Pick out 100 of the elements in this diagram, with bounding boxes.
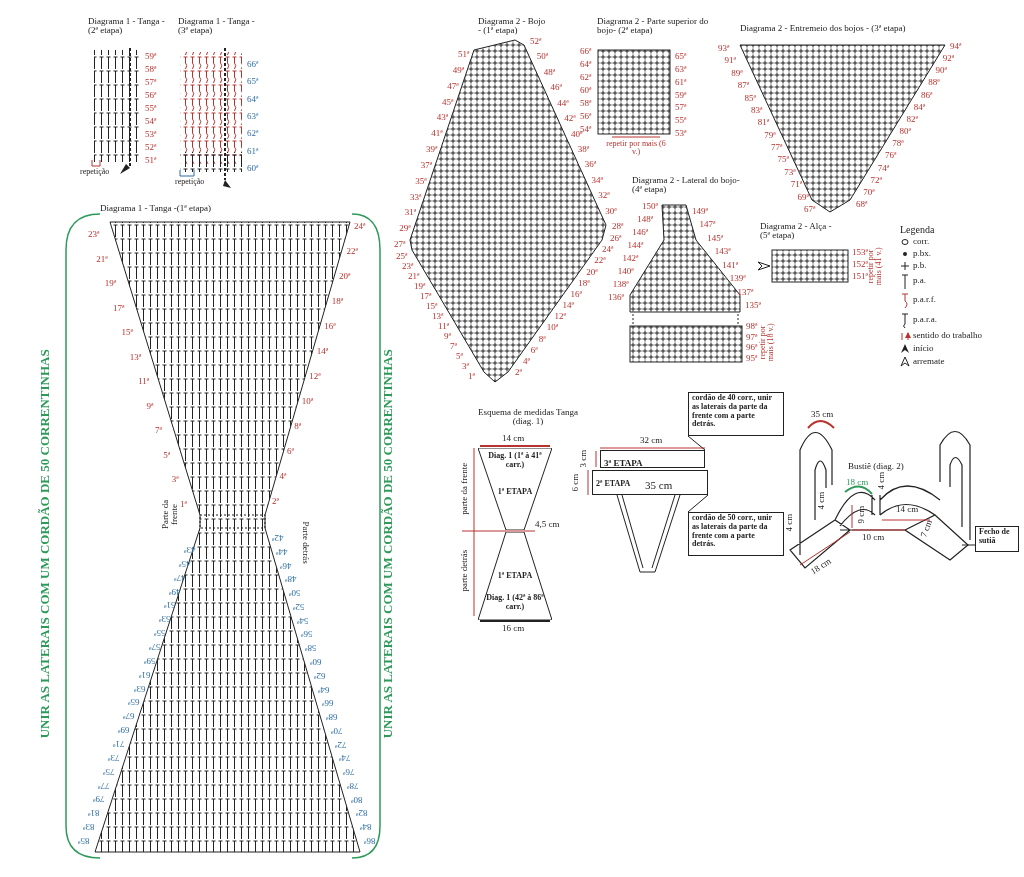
row-number: 78ª [892, 139, 904, 149]
row-number: 96ª [746, 343, 758, 353]
row-number: 18ª [331, 297, 344, 307]
row-number: 13ª [129, 352, 142, 363]
row-number: 63ª [133, 683, 145, 693]
row-number: 38ª [577, 144, 590, 155]
row-number: 53ª [675, 129, 687, 139]
legend-text: p.a. [913, 276, 926, 286]
row-number: 54ª [145, 117, 157, 127]
measurement-label: 18 cm [809, 556, 834, 577]
trapezoid-piece [478, 532, 552, 620]
row-number: 44ª [276, 546, 288, 557]
row-number: 87ª [737, 81, 750, 91]
legend-text: início [913, 344, 934, 354]
side-note: UNIR AS LATERAIS COM UM CORDÃO DE 50 CORRENTINHAS [381, 348, 395, 741]
row-number: 62ª [313, 670, 326, 681]
row-number: 54ª [297, 615, 309, 626]
row-number: 20ª [586, 267, 598, 277]
row-number: 75ª [103, 766, 115, 777]
row-number: 33ª [410, 192, 422, 202]
row-number: 18ª [578, 278, 590, 289]
row-number: 84ª [359, 822, 372, 832]
row-number: 68ª [856, 200, 868, 210]
row-number: 35ª [415, 176, 427, 187]
row-number: 65ª [128, 697, 140, 707]
row-number: 63ª [247, 112, 259, 122]
chart-title: Diagrama 2 - Bojo - (1ª etapa) [478, 17, 547, 36]
row-number: 152ª [852, 260, 868, 269]
row-number: 23ª [402, 262, 414, 272]
row-number: 4ª [279, 472, 287, 482]
row-number: 29ª [399, 224, 411, 234]
row-number: 45ª [178, 558, 191, 569]
row-number: 68ª [326, 712, 338, 722]
row-number: 49ª [168, 586, 181, 596]
row-number: 17ª [420, 292, 432, 302]
row-number: 141ª [722, 260, 739, 271]
legend-text: sentido do trabalho [913, 331, 982, 341]
callout-box [688, 392, 784, 436]
callout-text: cordão de 50 corr., unir as laterais da parte da frente com a parte detrás. [692, 514, 773, 550]
measurement-label: parte detrás [460, 548, 470, 594]
row-number: 11ª [438, 322, 450, 332]
row-number: 43ª [436, 113, 449, 123]
row-number: 67ª [804, 205, 816, 215]
measurement-label: 4 cm [817, 491, 827, 510]
row-number: 64ª [247, 94, 259, 105]
row-number: 10ª [546, 323, 559, 333]
row-number: 80ª [351, 794, 363, 805]
row-number: 78ª [347, 780, 359, 791]
row-number: 58ª [305, 643, 317, 653]
row-number: 14ª [316, 347, 329, 357]
row-number: 70ª [863, 187, 875, 198]
row-number: 98ª [746, 322, 758, 332]
measurement-label: 35 cm [811, 410, 834, 420]
row-number: 6ª [286, 447, 294, 457]
measurement-label: parte da frente [460, 461, 470, 517]
chart-title: Diagrama 1 - Tanga -(1ª etapa) [100, 204, 211, 214]
leader-line [687, 494, 709, 513]
row-number: 73ª [784, 167, 796, 178]
row-number: 86ª [921, 90, 933, 101]
row-number: 90ª [935, 66, 947, 76]
piece-label: Diag. 1 (1ª à 41ª carr.) [487, 452, 543, 470]
row-number: 69ª [118, 725, 130, 735]
row-number: 55ª [145, 104, 157, 114]
row-number: 21ª [408, 272, 420, 282]
row-number: 42ª [272, 533, 284, 543]
row-number: 8ª [538, 334, 546, 344]
callout-box [688, 512, 784, 556]
row-number: 6ª [530, 345, 538, 356]
row-number: 82ª [906, 114, 919, 125]
row-number: 56ª [145, 91, 157, 101]
row-number: 153ª [852, 248, 868, 258]
row-number: 65ª [675, 52, 687, 62]
legend-text: p.a.r.a. [913, 315, 937, 325]
row-number: 43ª [184, 545, 196, 555]
piece-label: Diag. 1 (42ª à 86ª carr.) [485, 594, 545, 612]
row-number: 2ª [272, 497, 279, 507]
piece-label: 2ª ETAPA [596, 480, 631, 489]
row-number: 50ª [288, 588, 301, 598]
row-number: 51ª [145, 156, 157, 166]
row-number: 144ª [627, 241, 644, 251]
row-number: 40ª [571, 129, 583, 139]
row-number: 72ª [870, 175, 882, 186]
chart-title: Diagrama 1 - Tanga - (2ª etapa) [88, 17, 166, 36]
row-number: 91ª [724, 56, 737, 66]
row-number: 26ª [610, 234, 622, 244]
row-number: 9ª [146, 401, 154, 412]
row-number: 32ª [598, 191, 610, 201]
row-number: 46ª [550, 83, 562, 93]
row-number: 73ª [108, 752, 120, 763]
row-number: 69ª [797, 192, 809, 203]
measurement-label: 4 cm [785, 513, 795, 532]
chart-title: Diagrama 1 - Tanga - (3ª etapa) [178, 17, 256, 36]
row-number: 88ª [928, 78, 940, 88]
row-number: 60ª [247, 164, 259, 174]
row-number: 58ª [145, 65, 157, 75]
chart-title: Diagrama 2 - Parte superior do bojo- (2ª etapa) [597, 17, 710, 36]
row-number: 80ª [899, 127, 911, 137]
repeat-label: repetição [175, 178, 205, 187]
measurement-label: 35 cm [645, 479, 673, 492]
row-number: 24ª [602, 245, 614, 255]
